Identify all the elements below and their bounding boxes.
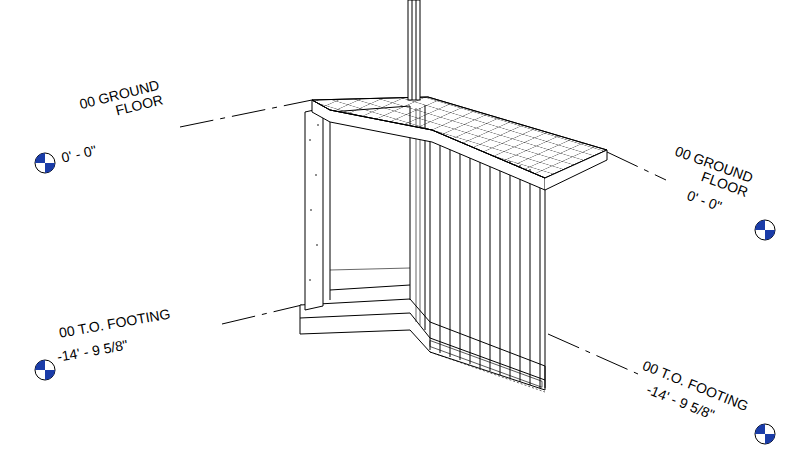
level-elevation: 0' - 0" xyxy=(685,188,724,214)
level-name: 00 T.O. FOOTING xyxy=(58,306,171,340)
level-elevation: 0' - 0" xyxy=(60,143,98,166)
level-elevation: -14' - 9 5/8" xyxy=(56,338,129,365)
level-symbol xyxy=(35,153,55,173)
level-name: 00 GROUND FLOOR xyxy=(68,78,165,129)
level-symbol xyxy=(755,220,775,240)
level-name: 00 GROUND FLOOR xyxy=(666,143,755,200)
left-wall xyxy=(305,108,330,310)
steel-column xyxy=(408,0,420,100)
ground-slab xyxy=(312,97,607,190)
footing xyxy=(300,299,545,390)
level-symbol xyxy=(755,424,775,444)
level-symbol xyxy=(35,360,55,380)
